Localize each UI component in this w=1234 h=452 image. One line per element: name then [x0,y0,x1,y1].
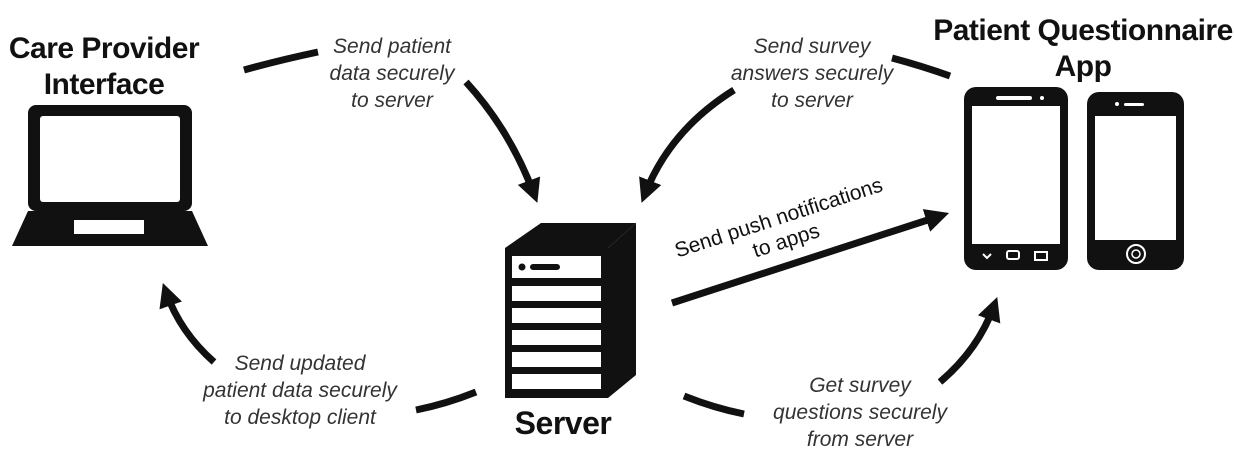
patient-app-title: Patient Questionnaire [933,14,1233,47]
svg-text:Send updated: Send updated [235,352,367,375]
server-tower-icon [505,223,636,398]
label-send-updated-data: Send updated patient data securely to de… [202,352,398,429]
svg-text:data securely: data securely [330,62,456,85]
patient-app-title-line2: App [1055,50,1112,83]
arrow-server-to-care-start [415,388,478,414]
laptop-icon [12,105,208,246]
arrow-server-to-app-start [682,392,745,418]
svg-text:to desktop client: to desktop client [224,406,377,429]
arrow-app-to-server-start [891,54,952,80]
svg-text:questions securely: questions securely [773,401,948,424]
label-send-survey-answers: Send survey answers securely to server [731,35,895,112]
svg-text:patient data securely: patient data securely [202,379,398,402]
svg-text:Send patient: Send patient [333,35,452,58]
iphone-icon [1087,92,1184,270]
svg-text:answers securely: answers securely [731,62,895,85]
server-title: Server [515,405,612,441]
label-send-patient-data: Send patient data securely to server [330,35,456,112]
svg-text:Get survey: Get survey [809,374,912,397]
label-get-survey-questions: Get survey questions securely from serve… [773,374,948,451]
svg-text:from server: from server [807,428,914,451]
arrow-care-to-server-start [243,48,319,74]
arrow-app-to-server [639,87,736,203]
android-phone-icon [964,87,1068,270]
svg-text:to server: to server [771,89,854,112]
arrow-server-to-app [937,297,1001,385]
arrow-server-to-care [159,283,217,365]
care-provider-title-line2: Interface [44,68,165,101]
arrow-care-to-server [463,79,541,203]
care-provider-title: Care Provider [9,32,200,65]
arrow-push-to-apps [670,209,950,307]
svg-text:to server: to server [351,89,434,112]
svg-text:Send survey: Send survey [754,35,872,58]
